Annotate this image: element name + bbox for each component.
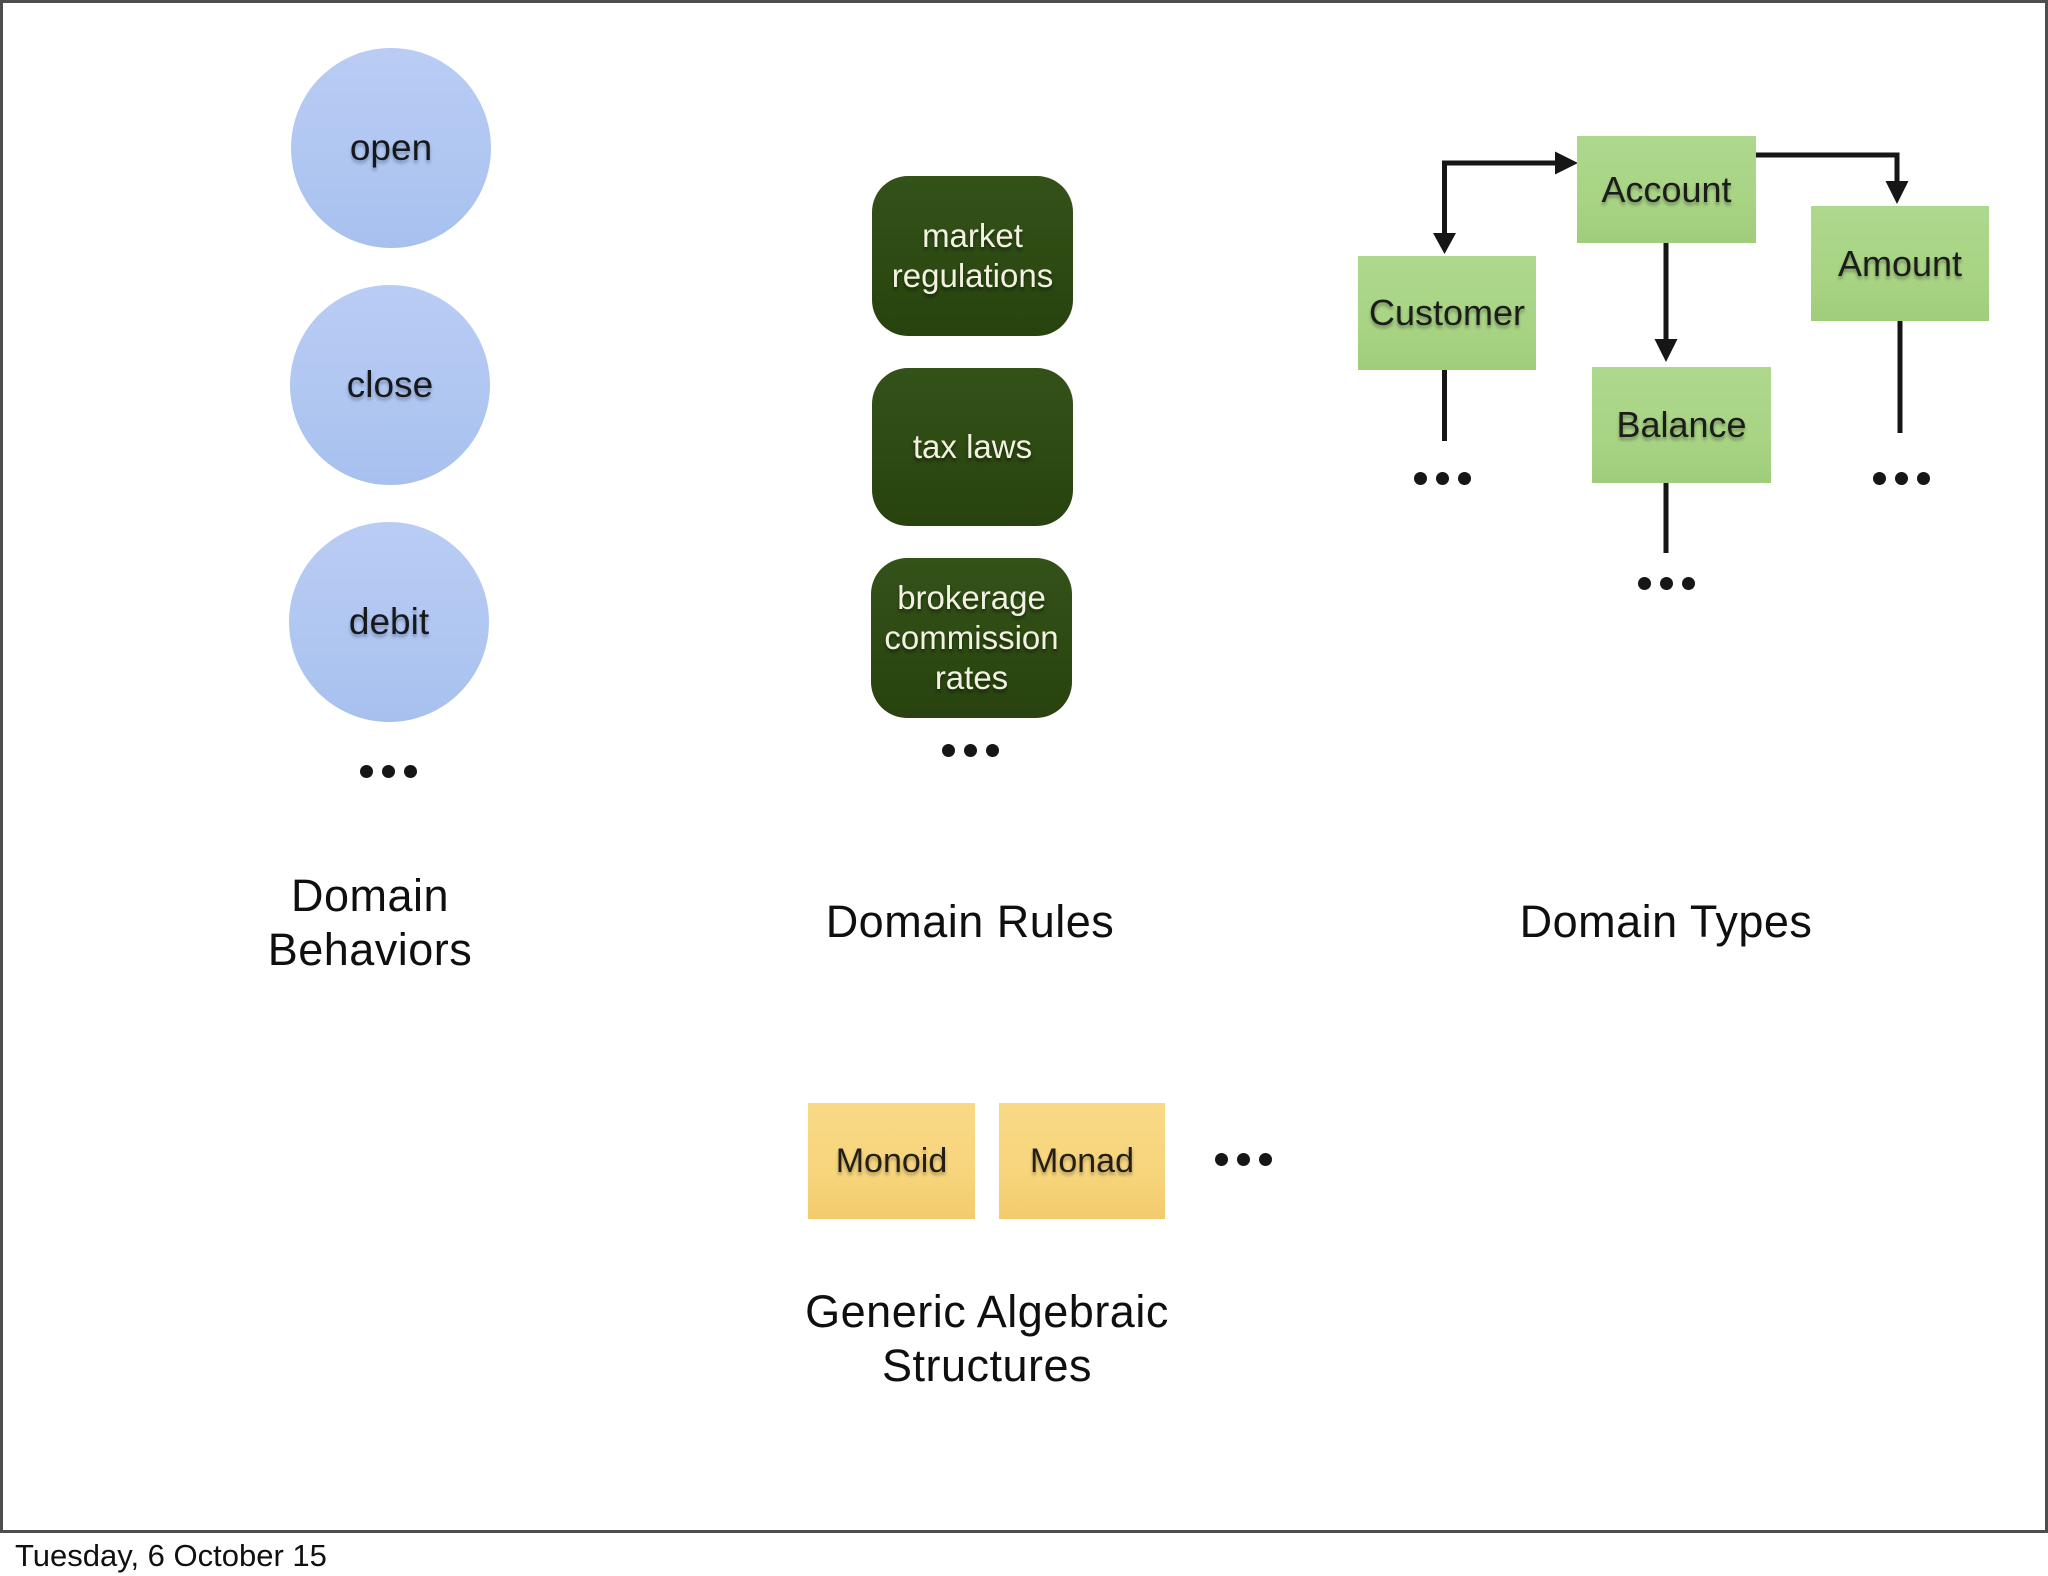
rule-node-market-regulations: market regulations [872, 176, 1073, 336]
ellipsis-icon [942, 744, 999, 757]
rule-node-tax-laws: tax laws [872, 368, 1073, 526]
ellipsis-icon [1414, 472, 1471, 485]
rule-node-tax-laws-label: tax laws [912, 427, 1033, 465]
algebra-node-monad-label: Monad [1030, 1141, 1134, 1180]
domain-rules-label: Domain Rules [825, 896, 1115, 947]
ellipsis-icon [1215, 1153, 1272, 1166]
algebra-node-monad: Monad [999, 1103, 1165, 1219]
domain-behaviors-label: Domain Behaviors [267, 870, 473, 975]
type-node-balance-label: Balance [1616, 404, 1747, 445]
algebra-node-monoid: Monoid [808, 1103, 975, 1219]
type-node-customer-label: Customer [1368, 292, 1526, 333]
behavior-node-close-label: close [346, 364, 434, 405]
rule-node-market-regulations-label: market regulations [891, 216, 1054, 294]
rule-node-brokerage-commission-rates-label: brokerage commission rates [884, 578, 1059, 697]
rule-node-brokerage-commission-rates: brokerage commission rates [871, 558, 1072, 718]
ellipsis-icon [360, 765, 417, 778]
type-node-amount: Amount [1811, 206, 1989, 321]
type-node-account-label: Account [1601, 168, 1732, 210]
domain-types-label: Domain Types [1519, 896, 1813, 947]
behavior-node-open: open [291, 48, 491, 248]
behavior-node-open-label: open [349, 127, 433, 168]
generic-algebraic-structures-label: Generic Algebraic Structures [805, 1286, 1169, 1391]
ellipsis-icon [1873, 472, 1930, 485]
slide: open close debit Domain Behaviors market… [0, 0, 2048, 1533]
ellipsis-icon [1638, 577, 1695, 590]
behavior-node-close: close [290, 285, 490, 485]
behavior-node-debit: debit [289, 522, 489, 722]
type-node-account: Account [1577, 136, 1756, 243]
behavior-node-debit-label: debit [348, 601, 430, 642]
type-node-amount-label: Amount [1837, 242, 1963, 284]
algebra-node-monoid-label: Monoid [835, 1141, 948, 1180]
type-relationship-arrows [1433, 151, 1909, 553]
type-node-balance: Balance [1592, 367, 1771, 483]
slide-date: Tuesday, 6 October 15 [15, 1538, 327, 1573]
type-node-customer: Customer [1358, 256, 1536, 370]
